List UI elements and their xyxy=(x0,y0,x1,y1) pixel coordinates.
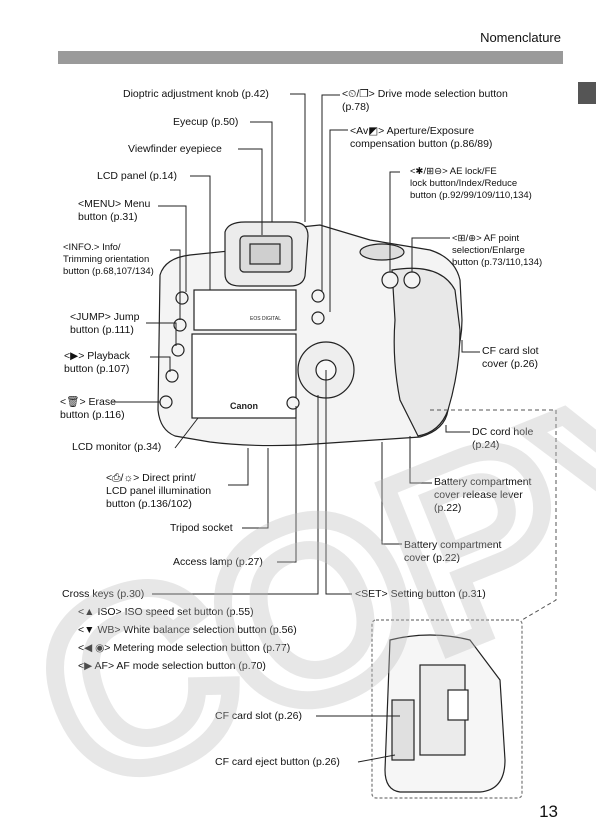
lcd-panel-label: LCD panel (p.14) xyxy=(97,170,177,182)
drive-mode-button-label: <⏲/❐> Drive mode selection button (p.78) xyxy=(342,88,508,113)
cf-card-slot-label: CF card slot (p.26) xyxy=(215,710,302,722)
info-button-label: <INFO.> Info/ Trimming orientation butto… xyxy=(63,242,154,277)
battery-cover-label: Battery compartment cover (p.22) xyxy=(404,539,502,564)
cross-keys-label: Cross keys (p.30) xyxy=(62,588,145,600)
wb-button-label: <▼ WB> White balance selection button (p… xyxy=(78,624,297,636)
chapter-tab xyxy=(578,82,596,104)
battery-release-lever-label: Battery compartment cover release lever … xyxy=(434,476,532,514)
af-mode-button-label: <▶ AF> AF mode selection button (p.70) xyxy=(78,660,266,672)
direct-print-button-label: <⎙/☼> Direct print/ LCD panel illuminati… xyxy=(106,472,212,510)
lcd-monitor-label: LCD monitor (p.34) xyxy=(72,441,162,453)
eyecup-label: Eyecup (p.50) xyxy=(173,116,239,128)
metering-button-label: <◀ ◉> Metering mode selection button (p.… xyxy=(78,642,291,654)
camera-brand: Canon xyxy=(230,401,258,411)
page-number: 13 xyxy=(539,802,558,821)
af-point-button-label: <⊞/⊕> AF point selection/Enlarge button … xyxy=(452,233,543,268)
section-title: Nomenclature xyxy=(480,30,561,45)
viewfinder-eyepiece-label: Viewfinder eyepiece xyxy=(128,143,222,155)
dioptric-adjustment-knob-label: Dioptric adjustment knob (p.42) xyxy=(123,88,269,100)
cf-eject-button-label: CF card eject button (p.26) xyxy=(215,756,340,768)
camera-model: EOS DIGITAL xyxy=(250,316,281,322)
ae-lock-button-label: <✱/⊞⊖> AE lock/FE lock button/Index/Redu… xyxy=(410,166,532,201)
setting-button-label: <SET> Setting button (p.31) xyxy=(355,588,486,600)
iso-button-label: <▲ ISO> ISO speed set button (p.55) xyxy=(78,606,254,618)
header-bar xyxy=(58,51,563,64)
aperture-exposure-button-label: <Av◩> Aperture/Exposure compensation but… xyxy=(350,125,493,150)
menu-button-label: <MENU> Menu button (p.31) xyxy=(78,198,151,223)
access-lamp-label: Access lamp (p.27) xyxy=(173,556,263,568)
tripod-socket-label: Tripod socket xyxy=(170,522,233,534)
cf-card-slot-cover-label: CF card slot cover (p.26) xyxy=(482,345,539,370)
playback-button-label: <▶> Playback button (p.107) xyxy=(64,350,130,375)
jump-button-label: <JUMP> Jump button (p.111) xyxy=(70,311,140,336)
dc-cord-hole-label: DC cord hole (p.24) xyxy=(472,426,534,451)
erase-button-label: <🗑> Erase button (p.116) xyxy=(60,396,125,421)
